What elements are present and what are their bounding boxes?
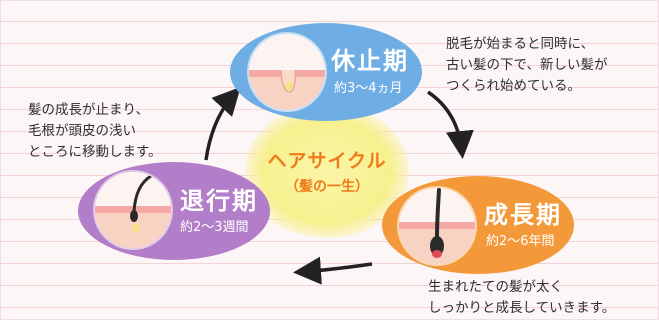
description-line: つくられ始めている。: [446, 78, 581, 94]
resting-phase-description: 脱毛が始まると同時に、 古い髪の下で、新しい髪が つくられ始めている。: [446, 34, 607, 97]
center-glow: [245, 104, 409, 238]
arrow-growth-to-regression: [293, 256, 373, 285]
center-title: ヘアサイクル: [267, 150, 387, 172]
description-line: 毛根が頭皮の浅い: [28, 123, 136, 139]
description-line: 脱毛が始まると同時に、: [446, 36, 595, 52]
description-line: しっかりと成長していきます。: [428, 300, 616, 316]
growth-phase-duration: 約2～6年間: [486, 234, 555, 249]
regression-phase-description: 髪の成長が止まり、 毛根が頭皮の浅い ところに移動します。: [28, 100, 162, 163]
arrow-resting-to-growth: [427, 90, 474, 159]
hair-shrinking-icon: [95, 172, 171, 248]
center-subtitle: （髪の一生）: [285, 179, 369, 195]
description-line: 髪の成長が止まり、: [28, 102, 149, 118]
description-line: 生まれたての髪が太く: [428, 279, 563, 295]
resting-phase-title: 休止期: [331, 47, 409, 75]
description-line: 古い髪の下で、新しい髪が: [446, 57, 608, 73]
hair-root-forming-icon: [249, 34, 325, 110]
growth-phase-description: 生まれたての髪が太く しっかりと成長していきます。: [428, 277, 615, 319]
description-line: ところに移動します。: [28, 144, 162, 160]
arrow-regression-to-resting: [204, 86, 241, 161]
regression-phase-title: 退行期: [180, 187, 258, 215]
regression-phase-duration: 約2～3週間: [180, 220, 249, 235]
growth-phase-title: 成長期: [484, 201, 562, 229]
hair-growing-icon: [399, 188, 475, 264]
resting-phase-duration: 約3～4ヵ月: [334, 81, 403, 96]
